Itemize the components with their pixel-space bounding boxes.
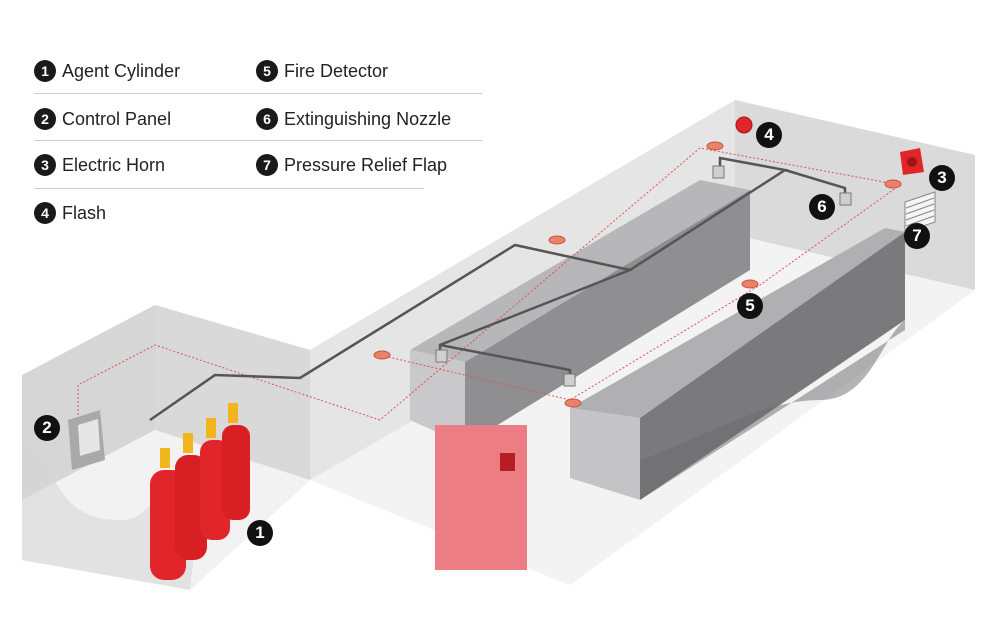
legend-item-flash: 4 Flash [34, 198, 106, 228]
legend-label: Electric Horn [62, 154, 166, 175]
legend-item-fire-detector: 5 Fire Detector [256, 56, 388, 86]
callout-agent-cylinder: 1 [247, 520, 273, 546]
legend-number: 7 [256, 154, 278, 176]
legend-label: Extinguishing Nozzle [284, 108, 452, 129]
legend-number: 3 [34, 154, 56, 176]
agent-cylinders [150, 403, 250, 580]
legend: 1 Agent Cylinder 2 Control Panel 3 Elect… [34, 52, 484, 242]
legend-label: Control Panel [62, 108, 172, 129]
fire-detector-devices [373, 141, 902, 408]
callout-extinguishing-nozzle: 6 [809, 194, 835, 220]
callout-pressure-relief-flap: 7 [904, 223, 930, 249]
flash-device [735, 116, 753, 134]
legend-divider [34, 188, 424, 189]
detector-wiring [77, 147, 902, 421]
relief-flap-device [904, 191, 936, 233]
legend-number: 4 [34, 202, 56, 224]
door [435, 425, 527, 570]
callout-control-panel: 2 [34, 415, 60, 441]
callout-flash: 4 [756, 122, 782, 148]
legend-number: 2 [34, 108, 56, 130]
legend-number: 5 [256, 60, 278, 82]
legend-divider [34, 140, 482, 141]
legend-label: Pressure Relief Flap [284, 154, 448, 175]
legend-number: 6 [256, 108, 278, 130]
control-panel-device [68, 410, 105, 470]
legend-item-control-panel: 2 Control Panel [34, 104, 171, 134]
nozzle-devices [435, 165, 852, 387]
legend-item-extinguishing-nozzle: 6 Extinguishing Nozzle [256, 104, 451, 134]
legend-divider [34, 93, 482, 94]
horn-device [900, 148, 924, 175]
callout-electric-horn: 3 [929, 165, 955, 191]
server-cabinets [410, 180, 905, 500]
legend-label: Agent Cylinder [62, 60, 181, 81]
legend-label: Fire Detector [284, 60, 389, 81]
legend-number: 1 [34, 60, 56, 82]
legend-label: Flash [62, 202, 107, 223]
door-window [500, 453, 515, 471]
legend-item-electric-horn: 3 Electric Horn [34, 150, 165, 180]
legend-item-pressure-relief-flap: 7 Pressure Relief Flap [256, 150, 447, 180]
callout-fire-detector: 5 [737, 293, 763, 319]
legend-item-agent-cylinder: 1 Agent Cylinder [34, 56, 180, 86]
